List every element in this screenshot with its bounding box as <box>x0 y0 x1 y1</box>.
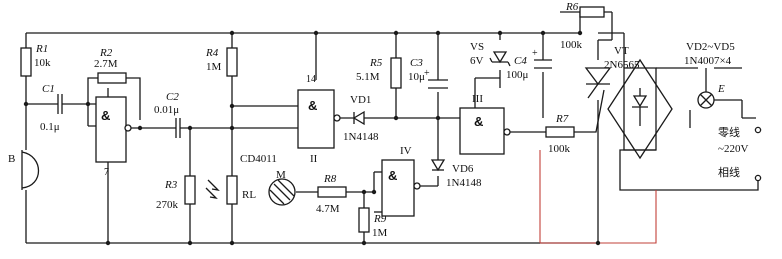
gate1-symbol: & <box>101 108 110 123</box>
thyristor-vt: VT 2N6565 <box>582 45 640 133</box>
vd1-value: 1N4148 <box>343 131 379 143</box>
r1-name: R1 <box>35 43 48 55</box>
vs-name: VS <box>470 41 484 53</box>
ic-label: CD4011 <box>240 153 277 165</box>
vs-value: 6V <box>470 55 484 67</box>
vd1-name: VD1 <box>350 94 371 106</box>
c2-value: 0.01μ <box>154 104 179 116</box>
nand-gate-4: & IV <box>381 145 421 217</box>
gate2-symbol: & <box>308 98 317 113</box>
r3-name: R3 <box>164 179 178 191</box>
photoresistor-rl: RL <box>205 175 256 205</box>
r4-value: 1M <box>206 61 222 73</box>
r2-name: R2 <box>99 47 113 59</box>
resistor-r9: R9 1M <box>358 207 388 239</box>
capacitor-c3: + C3 10μ <box>408 57 448 89</box>
nand-gate-2: & 14 II <box>297 74 341 165</box>
capacitor-c1: C1 0.1μ <box>40 83 63 133</box>
bridge-rectifier: VD2~VD5 1N4007×4 <box>607 41 735 160</box>
lamp-e: E <box>697 68 742 109</box>
vt-name: VT <box>614 45 629 57</box>
gate2-roman: II <box>310 153 318 165</box>
neutral-label: 零线 <box>718 125 740 139</box>
red-traces <box>539 150 657 244</box>
c4-value: 100μ <box>506 69 529 81</box>
c3-polarity: + <box>424 68 430 79</box>
mains-label: ~220V <box>718 143 748 155</box>
lamp-label: E <box>717 83 725 95</box>
mic-label: B <box>8 153 15 165</box>
vd6-value: 1N4148 <box>446 177 482 189</box>
pin7-label: 7 <box>104 167 109 178</box>
r4-name: R4 <box>205 47 219 59</box>
c2-name: C2 <box>166 91 179 103</box>
r6-value: 100k <box>560 39 583 51</box>
gate3-roman: III <box>472 93 483 105</box>
diode-vd1: VD1 1N4148 <box>343 94 379 143</box>
c4-polarity: + <box>532 48 538 59</box>
c3-name: C3 <box>410 57 423 69</box>
c1-name: C1 <box>42 83 55 95</box>
r6-name: R6 <box>565 1 579 13</box>
phase-label: 相线 <box>718 165 740 179</box>
r5-name: R5 <box>369 57 383 69</box>
resistor-r7: R7 100k <box>545 113 575 155</box>
nand-gate-3: & III <box>459 93 511 155</box>
capacitor-c2: C2 0.01μ <box>154 91 181 138</box>
resistor-r1: R1 10k <box>20 43 51 77</box>
r7-name: R7 <box>555 113 569 125</box>
pin14-label: 14 <box>306 74 316 85</box>
gate3-symbol: & <box>474 114 483 129</box>
ldr-label: RL <box>242 189 256 201</box>
r1-value: 10k <box>34 57 51 69</box>
gate4-roman: IV <box>400 145 412 157</box>
resistor-r3: R3 270k <box>156 175 196 211</box>
motor-m: M <box>268 169 296 206</box>
c4-name: C4 <box>514 55 527 67</box>
motor-label: M <box>276 169 286 181</box>
resistor-r5: R5 5.1M <box>356 57 402 89</box>
resistor-r4: R4 1M <box>205 47 238 77</box>
r8-value: 4.7M <box>316 203 340 215</box>
nand-gate-1: & 7 <box>95 96 132 178</box>
zener-vs: VS 6V <box>470 41 511 67</box>
r3-value: 270k <box>156 199 179 211</box>
gate4-symbol: & <box>388 168 397 183</box>
resistor-r8: R8 4.7M <box>316 173 347 215</box>
c1-value: 0.1μ <box>40 121 60 133</box>
bridge-name: VD2~VD5 <box>686 41 735 53</box>
bridge-value: 1N4007×4 <box>684 55 732 67</box>
resistor-r2: R2 2.7M <box>94 47 127 84</box>
junction-dots <box>23 30 601 246</box>
capacitor-c4: + C4 100μ <box>506 48 552 81</box>
r8-name: R8 <box>323 173 337 185</box>
c3-value: 10μ <box>408 71 425 83</box>
r9-value: 1M <box>372 227 388 239</box>
diode-vd6: VD6 1N4148 <box>430 159 482 189</box>
r5-value: 5.1M <box>356 71 380 83</box>
resistor-r6: R6 100k <box>560 1 605 51</box>
vd6-name: VD6 <box>452 163 474 175</box>
mains-terminals: 零线 ~220V 相线 <box>718 100 762 191</box>
r2-value: 2.7M <box>94 58 118 70</box>
r7-value: 100k <box>548 143 571 155</box>
microphone-b: B <box>8 150 39 190</box>
